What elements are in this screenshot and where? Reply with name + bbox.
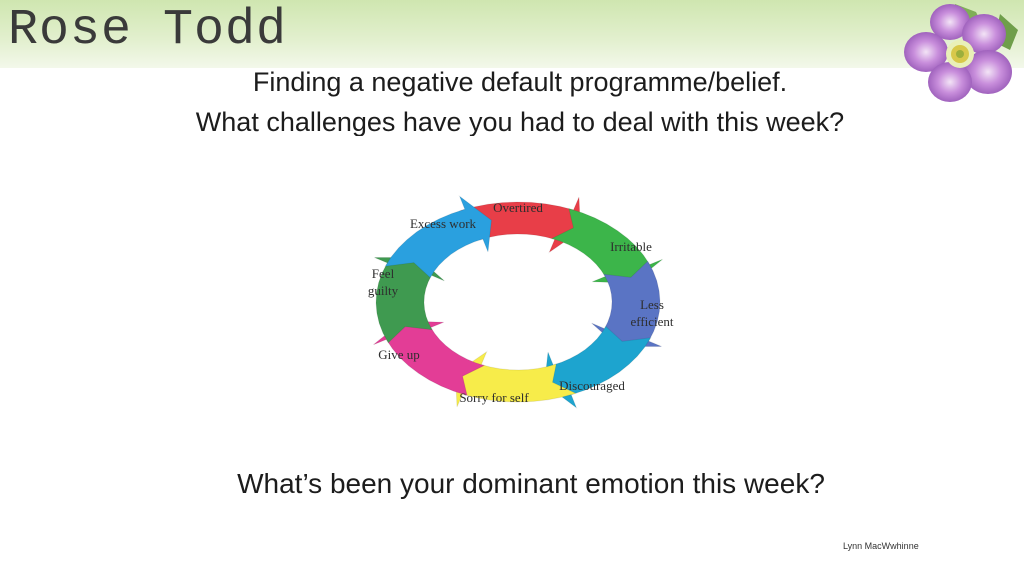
stage-label-excess-work: Excess work — [410, 216, 477, 231]
rose-flower-icon — [904, 4, 1018, 102]
stage-label-give-up: Give up — [378, 347, 420, 362]
brand-title: Rose Todd — [8, 2, 288, 59]
cycle-arrow-less-efficient — [591, 260, 662, 347]
cycle-arrow-irritable — [550, 207, 663, 284]
stage-label-discouraged: Discouraged — [559, 378, 625, 393]
cycle-arrow-overtired — [458, 196, 582, 254]
cycle-arrow-excess-work — [384, 194, 493, 279]
heading-line-1: Finding a negative default programme/bel… — [252, 67, 788, 97]
cycle-arrow-sorry-for-self — [454, 350, 578, 408]
cycle-arrow-give-up — [373, 320, 486, 397]
heading-line-2: What challenges have you had to deal wit… — [195, 107, 845, 136]
stage-label-sorry-for-self: Sorry for self — [459, 390, 529, 405]
cycle-arrow-feel-guilty — [374, 257, 445, 344]
stage-label-irritable: Irritable — [610, 239, 652, 254]
footer-author: Lynn MacWwhinne — [843, 541, 919, 551]
header-band — [0, 0, 1024, 68]
cycle-arrow-discouraged — [543, 325, 652, 410]
stage-label-overtired: Overtired — [493, 200, 543, 215]
emotion-question: What’s been your dominant emotion this w… — [237, 468, 825, 499]
